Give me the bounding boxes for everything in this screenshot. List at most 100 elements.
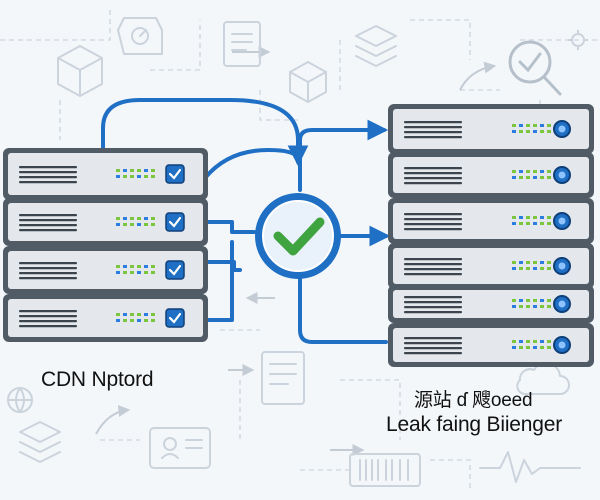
status-led xyxy=(547,124,551,127)
status-led xyxy=(130,169,134,172)
server-unit xyxy=(3,148,208,200)
power-button-icon xyxy=(553,120,571,138)
vent-slot xyxy=(19,310,77,313)
status-led xyxy=(512,340,516,343)
status-led xyxy=(533,216,537,219)
status-led xyxy=(512,305,516,308)
vent-slot xyxy=(404,258,462,261)
check-badge-icon xyxy=(165,260,185,280)
status-led xyxy=(144,223,148,226)
vent-slot xyxy=(19,320,77,323)
faint-arrow-icon xyxy=(459,61,497,91)
vent-slot xyxy=(404,228,462,231)
vent-slot xyxy=(404,121,462,124)
status-led xyxy=(526,346,530,349)
power-button-icon xyxy=(553,257,571,275)
status-led xyxy=(151,217,155,220)
status-led xyxy=(151,271,155,274)
box-icon xyxy=(289,61,327,103)
vent-slot xyxy=(404,223,462,226)
status-led xyxy=(526,216,530,219)
status-led xyxy=(137,271,141,274)
power-button-icon xyxy=(553,336,571,354)
status-led xyxy=(533,176,537,179)
power-button-icon xyxy=(553,295,571,313)
status-led xyxy=(519,176,523,179)
barcode-icon xyxy=(349,453,421,487)
status-led xyxy=(144,175,148,178)
status-led xyxy=(144,313,148,316)
status-led xyxy=(512,346,516,349)
server-unit xyxy=(388,198,594,244)
status-led xyxy=(512,124,516,127)
vent-slot xyxy=(19,262,77,265)
status-led xyxy=(540,222,544,225)
check-badge-icon xyxy=(165,212,185,232)
status-led xyxy=(116,271,120,274)
vent-slot xyxy=(19,229,77,232)
status-led xyxy=(512,130,516,133)
left-rack-bottom-connector xyxy=(206,260,234,322)
status-led xyxy=(137,217,141,220)
status-led xyxy=(519,124,523,127)
vent-slot xyxy=(404,342,462,345)
inner-flow-connector xyxy=(203,148,300,180)
left-rack-to-check-connector xyxy=(206,220,256,234)
status-led xyxy=(540,216,544,219)
cdn-node-label: CDN Nptord xyxy=(41,368,154,391)
server-unit xyxy=(388,243,594,289)
status-led xyxy=(526,340,530,343)
vent-slot xyxy=(19,325,77,328)
vent-slot xyxy=(404,337,462,340)
status-led xyxy=(547,299,551,302)
vent-slot xyxy=(19,224,77,227)
status-led xyxy=(540,124,544,127)
status-led xyxy=(519,261,523,264)
status-led xyxy=(144,169,148,172)
vent-slot xyxy=(19,166,77,169)
status-led xyxy=(123,223,127,226)
status-led xyxy=(116,265,120,268)
vent-slot xyxy=(19,315,77,318)
cdn-to-check-connector xyxy=(101,98,309,167)
vent-slot xyxy=(404,172,462,175)
vent-slot xyxy=(19,277,77,280)
status-led xyxy=(116,313,120,316)
left-rack-lower-connector xyxy=(206,240,234,264)
status-led xyxy=(533,299,537,302)
status-led xyxy=(540,176,544,179)
status-led xyxy=(547,170,551,173)
magnifier-check-icon xyxy=(508,40,562,96)
status-led xyxy=(533,124,537,127)
status-led xyxy=(137,169,141,172)
status-led xyxy=(144,271,148,274)
status-led xyxy=(123,169,127,172)
status-led xyxy=(519,267,523,270)
status-led xyxy=(547,346,551,349)
server-unit xyxy=(3,294,208,342)
vent-slot xyxy=(19,171,77,174)
server-unit xyxy=(3,246,208,294)
status-led xyxy=(526,261,530,264)
power-button-icon xyxy=(553,212,571,230)
status-led xyxy=(526,124,530,127)
status-led xyxy=(130,265,134,268)
status-led xyxy=(130,313,134,316)
status-led xyxy=(130,175,134,178)
status-led xyxy=(526,222,530,225)
vent-slot xyxy=(404,311,462,314)
status-led xyxy=(116,223,120,226)
status-led xyxy=(519,222,523,225)
id-card-icon xyxy=(149,427,211,469)
vent-slot xyxy=(404,301,462,304)
vent-slot xyxy=(404,167,462,170)
status-led xyxy=(512,267,516,270)
status-led xyxy=(123,313,127,316)
gauge-icon xyxy=(117,17,163,55)
status-led xyxy=(123,271,127,274)
status-led xyxy=(519,299,523,302)
vent-slot xyxy=(19,219,77,222)
status-led xyxy=(540,346,544,349)
origin-server-rack xyxy=(388,104,594,367)
